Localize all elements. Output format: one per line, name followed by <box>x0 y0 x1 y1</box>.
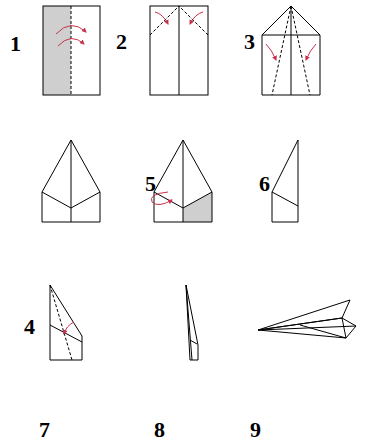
step-number: 3 <box>244 31 255 53</box>
folded-sheet <box>42 140 100 222</box>
step-7-sheet <box>50 285 82 360</box>
step-number: 6 <box>259 173 270 195</box>
step-number: 8 <box>154 419 165 441</box>
step-number: 1 <box>10 33 21 55</box>
finished-plane <box>258 300 356 338</box>
step-number: 7 <box>39 419 50 441</box>
step-6-sheet <box>272 140 298 222</box>
step-5-sheet <box>151 140 212 222</box>
step-1-sheet <box>43 6 100 95</box>
step-number: 4 <box>24 316 35 338</box>
step-8-sheet <box>186 285 198 360</box>
step-number: 9 <box>250 419 261 441</box>
step-3-sheet <box>262 6 320 95</box>
step-number: 5 <box>145 173 156 195</box>
step-2-sheet <box>150 6 208 95</box>
step-number: 2 <box>116 31 127 53</box>
